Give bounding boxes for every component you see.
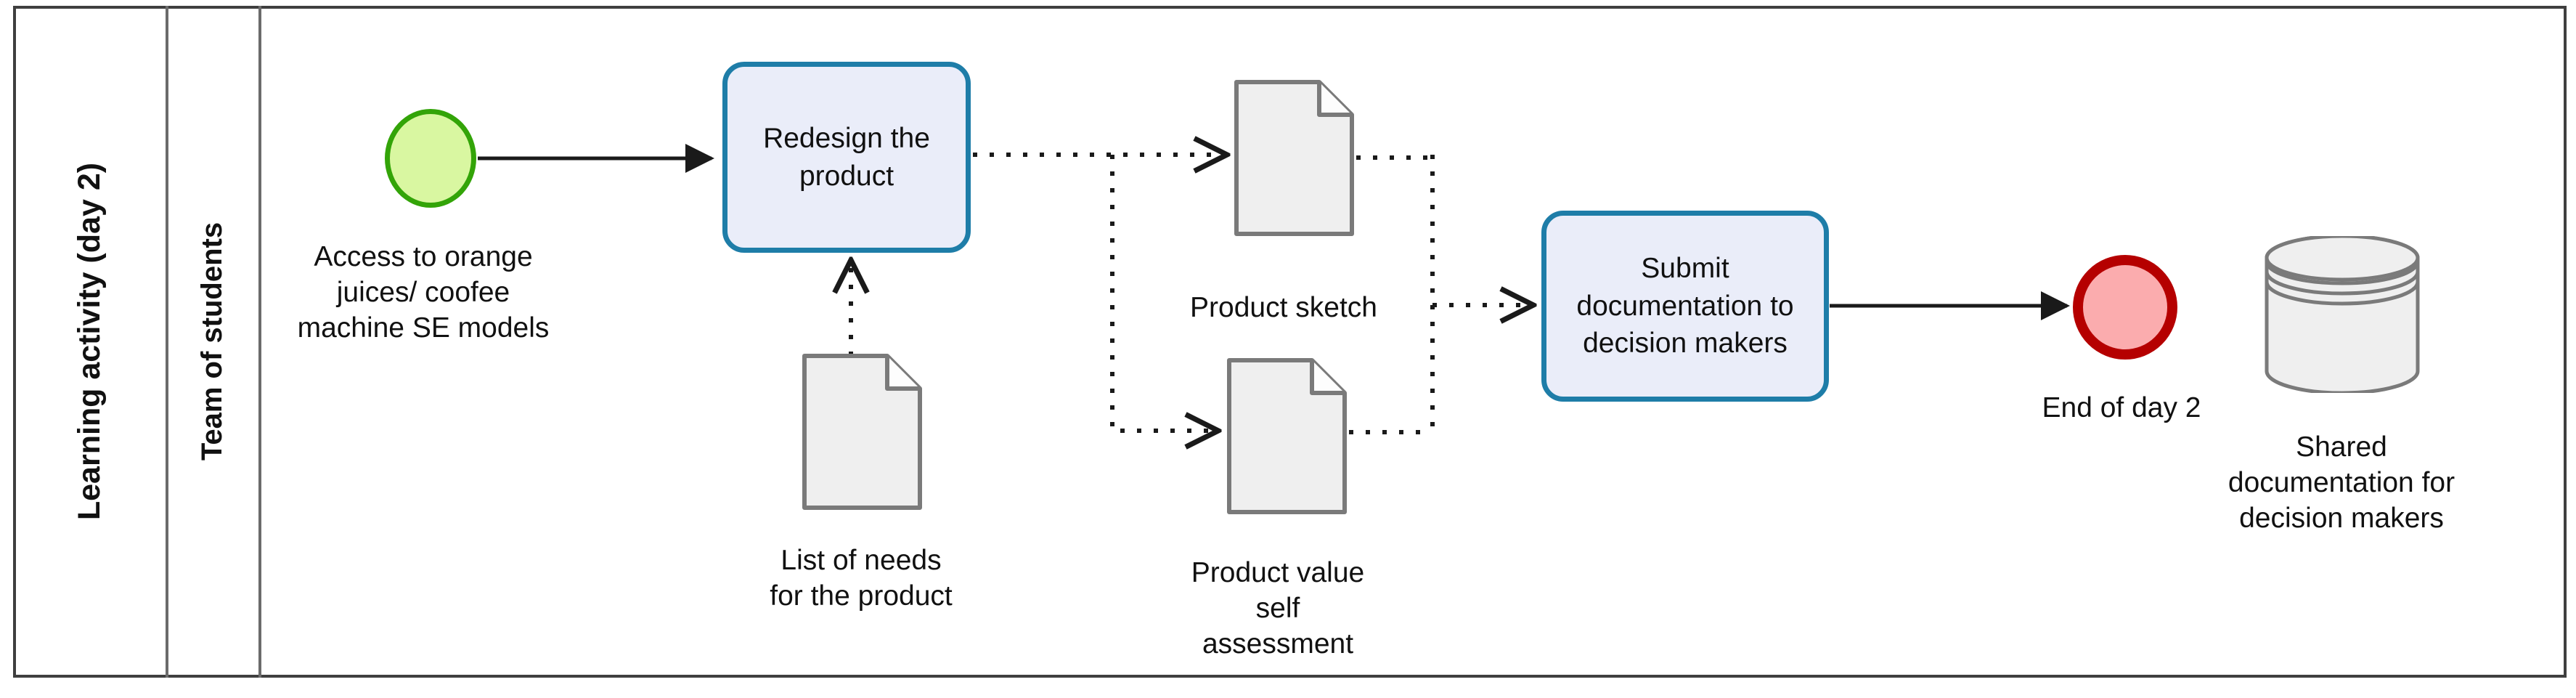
list-of-needs-label: List of needs for the product	[770, 545, 953, 612]
task-submit-documentation: Submit documentation to decision makers	[1541, 211, 1829, 402]
document-icon	[1234, 80, 1354, 236]
document-fold-icon	[1310, 360, 1345, 395]
data-store-label: Shared documentation for decision makers	[2227, 431, 2455, 534]
end-event-label: End of day 2	[2042, 392, 2201, 423]
data-store-shared-documentation	[2265, 236, 2420, 393]
start-event-label: Access to orange juices/ coofee machine …	[297, 241, 550, 344]
pool-border	[13, 6, 2567, 678]
pool-title: Learning activity (day 2)	[71, 162, 107, 521]
database-ring-icon	[2265, 271, 2420, 296]
database-ring-icon	[2265, 281, 2420, 306]
document-icon	[1227, 358, 1347, 514]
document-fold-icon	[1317, 82, 1352, 117]
document-fold-icon	[885, 356, 920, 391]
database-top-icon	[2265, 236, 2420, 282]
start-event-circle	[385, 109, 476, 208]
end-event-circle	[2073, 255, 2177, 360]
product-sketch-label: Product sketch	[1190, 292, 1377, 323]
task-redesign-product: Redesign the product	[722, 62, 971, 253]
data-object-product-value	[1227, 358, 1347, 514]
pool-header-divider	[166, 6, 168, 678]
data-object-list-of-needs	[802, 354, 922, 510]
lane-header-divider	[258, 6, 261, 678]
document-icon	[802, 354, 922, 510]
data-object-product-sketch	[1234, 80, 1354, 236]
product-value-label: Product value self assessment	[1191, 557, 1365, 660]
database-ring-icon	[2265, 261, 2420, 285]
